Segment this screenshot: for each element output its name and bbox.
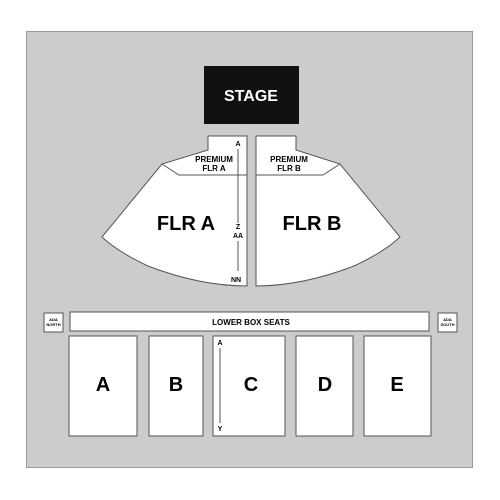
- premium-flr-a-label-2: FLR A: [202, 164, 225, 173]
- row-marker-nn: NN: [231, 277, 241, 284]
- section-flr-a[interactable]: [101, 135, 248, 287]
- section-c[interactable]: C A Y: [212, 335, 286, 437]
- stage-label: STAGE: [224, 88, 278, 105]
- section-d[interactable]: D: [295, 335, 354, 437]
- flr-a-label: FLR A: [157, 213, 215, 235]
- section-e-label: E: [390, 374, 403, 396]
- section-a-label: A: [96, 374, 110, 396]
- stage: STAGE: [204, 66, 299, 124]
- ada-south-label-2: SOUTH: [441, 322, 455, 327]
- ada-south-box[interactable]: [437, 312, 458, 333]
- ada-south-label-1: ADA: [443, 317, 452, 322]
- ada-north-label-2: NORTH: [46, 322, 60, 327]
- ada-south[interactable]: ADA SOUTH: [437, 312, 458, 333]
- premium-flr-b-divider: [256, 163, 341, 176]
- lower-box-seats-section[interactable]: [69, 311, 430, 332]
- section-d-block[interactable]: [295, 335, 354, 437]
- section-b-block[interactable]: [148, 335, 204, 437]
- ada-north-label-1: ADA: [49, 317, 58, 322]
- lower-box-seats-label: LOWER BOX SEATS: [212, 318, 290, 327]
- ada-north[interactable]: ADA NORTH: [43, 312, 64, 333]
- row-marker-aa: AA: [233, 233, 243, 240]
- section-b[interactable]: B: [148, 335, 204, 437]
- premium-flr-b-label-1: PREMIUM: [270, 155, 308, 164]
- lower-box-seats[interactable]: LOWER BOX SEATS: [69, 311, 430, 332]
- section-flr-b[interactable]: [255, 135, 401, 287]
- section-e[interactable]: E: [363, 335, 432, 437]
- section-d-label: D: [318, 374, 332, 396]
- premium-flr-a-label-1: PREMIUM: [195, 155, 233, 164]
- section-a[interactable]: A: [68, 335, 138, 437]
- section-c-row-last: Y: [218, 426, 223, 433]
- section-e-block[interactable]: [363, 335, 432, 437]
- section-c-block[interactable]: [212, 335, 286, 437]
- row-marker-a: A: [235, 141, 240, 148]
- premium-flr-a-divider: [161, 163, 247, 176]
- stage-block: [204, 66, 299, 124]
- premium-flr-b-label-2: FLR B: [277, 164, 301, 173]
- section-c-label: C: [244, 374, 258, 396]
- floor-left[interactable]: PREMIUM FLR A FLR A A Z AA NN: [101, 135, 248, 287]
- flr-b-label: FLR B: [283, 213, 342, 235]
- ada-north-box[interactable]: [43, 312, 64, 333]
- section-a-block[interactable]: [68, 335, 138, 437]
- section-b-label: B: [169, 374, 183, 396]
- row-marker-z: Z: [236, 224, 241, 231]
- section-c-row-first: A: [217, 340, 222, 347]
- floor-right[interactable]: PREMIUM FLR B FLR B: [255, 135, 401, 287]
